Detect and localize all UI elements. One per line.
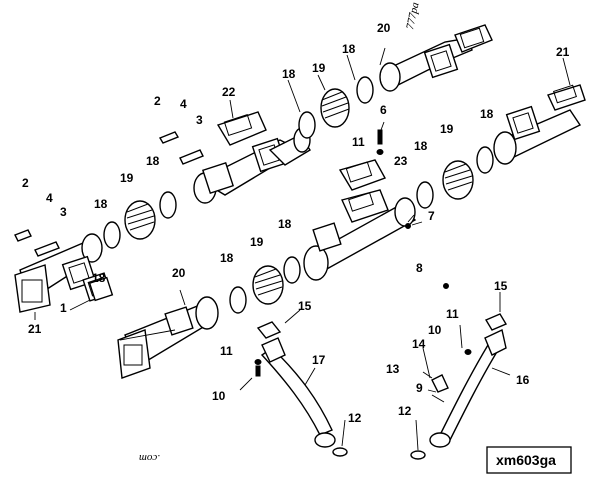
- tube-16: [429, 328, 507, 448]
- callout-8: 8: [416, 261, 423, 275]
- callout-20: 20: [172, 266, 186, 280]
- callout-12: 12: [348, 411, 362, 425]
- callout-19: 19: [250, 235, 264, 249]
- callout-11: 11: [220, 344, 233, 358]
- callout-13: 13: [386, 362, 400, 376]
- callout-1: 1: [60, 301, 67, 315]
- watermark-bottom: .com: [139, 452, 160, 464]
- callout-20: 20: [377, 21, 391, 35]
- stud-spacer-set-left: [14, 229, 60, 257]
- callout-4: 4: [180, 97, 187, 111]
- exhaust-manifold-top-20: [379, 24, 493, 92]
- bellows-19-bottom: [252, 265, 284, 305]
- bellows-19-left: [124, 200, 156, 240]
- callout-3: 3: [196, 113, 203, 127]
- callout-10: 10: [212, 389, 226, 403]
- callout-7: 7: [428, 209, 435, 223]
- bellows-19-top: [320, 88, 350, 128]
- bellows-19-right: [442, 160, 474, 200]
- callout-2: 2: [154, 94, 161, 108]
- callout-18: 18: [278, 217, 292, 231]
- stud-spacer-set-top: [158, 131, 204, 165]
- gasket-15-right: [484, 313, 508, 331]
- callout-6: 6: [380, 103, 387, 117]
- callout-21: 21: [556, 45, 570, 59]
- reference-code-box: xm603ga: [486, 446, 572, 474]
- callout-19: 19: [312, 61, 326, 75]
- callout-18: 18: [480, 107, 494, 121]
- tube-17: [260, 337, 336, 448]
- leader-lines: [34, 47, 571, 451]
- exhaust-manifold-bottom-20: [117, 296, 219, 379]
- fasteners: [254, 129, 472, 403]
- callout-3: 3: [60, 205, 67, 219]
- seal-ring-12-left: [332, 447, 348, 457]
- callout-2: 2: [22, 176, 29, 190]
- callout-21: 21: [28, 322, 42, 336]
- callout-15: 15: [494, 279, 508, 293]
- callout-16: 16: [516, 373, 530, 387]
- callout-22: 22: [222, 85, 236, 99]
- callout-18: 18: [414, 139, 428, 153]
- exhaust-manifold-center-22: [193, 111, 311, 204]
- callout-17: 17: [312, 353, 326, 367]
- callout-18: 18: [282, 67, 296, 81]
- callout-18: 18: [94, 197, 108, 211]
- callout-12: 12: [398, 404, 412, 418]
- callout-labels: 1 2 2 3 3 4 4 6 7 8 9 10 10 11 11 11 12 …: [22, 21, 570, 425]
- callout-4: 4: [46, 191, 53, 205]
- callout-10: 10: [428, 323, 442, 337]
- callout-15: 15: [298, 299, 312, 313]
- callout-11: 11: [446, 307, 459, 321]
- callout-23: 23: [394, 154, 408, 168]
- seal-ring-12-right: [410, 450, 426, 460]
- callout-9: 9: [416, 381, 423, 395]
- watermark-top: 777pa: [404, 1, 422, 31]
- callout-18: 18: [220, 251, 234, 265]
- callout-11: 11: [352, 135, 365, 149]
- exhaust-manifold-center-23: [303, 159, 417, 281]
- callout-18: 18: [146, 154, 160, 168]
- callout-14: 14: [412, 337, 426, 351]
- callout-19: 19: [120, 171, 134, 185]
- clamp-18-group: [103, 76, 494, 314]
- exhaust-manifold-right-21: [493, 84, 586, 165]
- gasket-15-left: [256, 321, 282, 339]
- callout-19: 19: [440, 122, 454, 136]
- gasket-1: [88, 276, 114, 302]
- callout-18: 18: [342, 42, 356, 56]
- reference-code: xm603ga: [496, 452, 556, 468]
- callout-18: 18: [92, 271, 106, 285]
